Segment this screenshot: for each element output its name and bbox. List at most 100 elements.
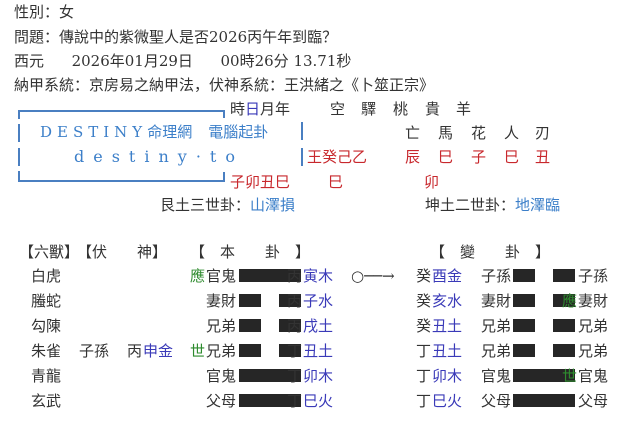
ben-branch: 丑土 <box>303 342 334 360</box>
yin-line-right <box>279 319 301 332</box>
box-left-bot <box>18 171 20 182</box>
ben-branch: 子水 <box>303 292 334 310</box>
ben-relation: 官鬼 <box>206 367 237 385</box>
logo-destiny: DESTINY <box>40 123 148 141</box>
shensha-ma: 馬 <box>438 124 454 142</box>
ben-relation: 兄弟 <box>206 317 237 335</box>
yin-line-left <box>513 294 535 307</box>
bian-relation: 兄弟 <box>481 317 512 335</box>
ben-relation: 兄弟 <box>206 342 237 360</box>
bian-relation-right: 兄弟 <box>578 342 609 360</box>
box-bottom <box>18 180 225 182</box>
question-line: 問題：傳說中的紫微聖人是否2026丙午年到臨？ <box>14 28 338 46</box>
shensha-val-yangren: 丑 <box>535 148 551 166</box>
ben-gua-name: 艮土三世卦：山澤損 <box>160 195 295 215</box>
divider-2 <box>301 148 303 166</box>
ben-yao-line <box>239 316 301 336</box>
bian-gua-name: 坤土二世卦：地澤臨 <box>425 195 560 215</box>
bian-yao-line <box>513 266 575 286</box>
shensha-val-wangshen: 辰 <box>405 148 421 166</box>
gender-line: 性別：女 <box>14 3 75 21</box>
box-left-mid2 <box>18 148 20 166</box>
yin-line-right <box>553 319 575 332</box>
beast: 螣蛇 <box>31 292 62 310</box>
ben-yao-line <box>239 266 301 286</box>
beast: 朱雀 <box>31 342 62 360</box>
bian-relation: 官鬼 <box>481 367 512 385</box>
yao-row: 白虎應官鬼丙寅木○──→癸酉金子孫子孫 <box>0 266 627 290</box>
bian-yao-line <box>513 341 575 361</box>
yang-line <box>239 394 301 407</box>
ben-branch: 巳火 <box>303 392 334 410</box>
bian-relation: 父母 <box>481 392 512 410</box>
logo-line2[interactable]: destiny·to <box>74 147 244 166</box>
ben-stem: 丙 <box>287 267 303 285</box>
pillar-stems: 王癸己乙 <box>307 148 368 166</box>
ben-branch: 卯木 <box>303 367 334 385</box>
bian-stem: 丁 <box>416 367 432 385</box>
pillar-month: 月 <box>260 100 276 118</box>
ben-stem: 丁 <box>287 342 303 360</box>
time-value: 00時26分 13.71秒 <box>220 52 352 70</box>
ben-relation: 父母 <box>206 392 237 410</box>
yao-row: 勾陳兄弟丙戌土癸丑土兄弟兄弟 <box>0 316 627 340</box>
ben-branch: 戌土 <box>303 317 334 335</box>
ben-stem: 丁 <box>287 392 303 410</box>
bian-yao-line <box>513 366 575 386</box>
shensha-val-yima: 巳 <box>438 148 454 166</box>
ying-mark: 應 <box>562 292 578 310</box>
bian-stem: 癸 <box>416 292 432 310</box>
system-line: 納甲系統：京房易之納甲法，伏神系統：王洪緒之《卜筮正宗》 <box>14 76 435 94</box>
fushen-relation: 子孫 <box>79 342 110 360</box>
ben-gua-prefix: 艮土三世卦： <box>160 196 251 214</box>
shensha-yi: 驛 <box>361 100 377 118</box>
bian-relation: 子孫 <box>481 267 512 285</box>
pillar-labels: 時日月年 <box>230 99 290 119</box>
ben-yao-line <box>239 341 301 361</box>
yao-row: 玄武父母丁巳火丁巳火父母父母 <box>0 391 627 415</box>
ben-branch: 寅木 <box>303 267 334 285</box>
yang-line <box>513 394 575 407</box>
yin-line-right <box>553 294 575 307</box>
bian-yao-line <box>513 316 575 336</box>
bian-stem: 癸 <box>416 267 432 285</box>
shensha-tao: 桃 <box>393 100 409 118</box>
bian-branch: 卯木 <box>432 367 463 385</box>
pillar-hour: 時 <box>230 100 246 118</box>
logo-sub: 電腦起卦 <box>208 123 269 141</box>
moving-arrow: ○──→ <box>351 267 395 285</box>
bian-branch: 丑土 <box>432 342 463 360</box>
yin-line-left <box>513 319 535 332</box>
fushen-stem: 丙 <box>127 342 143 360</box>
shi-mark: 世 <box>562 367 578 385</box>
ben-relation: 妻財 <box>206 292 237 310</box>
bian-relation-right: 父母 <box>578 392 609 410</box>
bian-gua-title: 地澤臨 <box>515 196 561 214</box>
ben-yao-line <box>239 291 301 311</box>
shensha-val-taohua: 子 <box>471 148 487 166</box>
shensha-ren2: 刃 <box>535 124 551 142</box>
bian-relation-right: 妻財 <box>578 292 609 310</box>
yin-line-left <box>513 269 535 282</box>
date-value: 2026年01月29日 <box>71 52 193 70</box>
ben-yao-line <box>239 391 301 411</box>
shensha-wang: 亡 <box>405 124 421 142</box>
shi-mark: 世 <box>190 342 206 360</box>
fushen-branch: 申金 <box>143 342 174 360</box>
ying-mark: 應 <box>190 267 206 285</box>
divider-1 <box>301 122 303 140</box>
bian-stem: 丁 <box>416 392 432 410</box>
ben-stem: 丁 <box>287 367 303 385</box>
yao-row: 螣蛇妻財丙子水癸亥水妻財應妻財 <box>0 291 627 315</box>
yin-line-left <box>239 294 261 307</box>
logo-line1[interactable]: DESTINY命理網電腦起卦 <box>40 122 268 142</box>
yang-line <box>239 369 301 382</box>
shensha-val-guiren: 巳 <box>504 148 520 166</box>
shensha-kong: 空 <box>330 100 346 118</box>
box-left-top <box>18 110 20 119</box>
bian-relation: 妻財 <box>481 292 512 310</box>
beast: 青龍 <box>31 367 62 385</box>
yang-line <box>239 269 301 282</box>
bian-stem: 癸 <box>416 317 432 335</box>
yin-line-left <box>513 344 535 357</box>
